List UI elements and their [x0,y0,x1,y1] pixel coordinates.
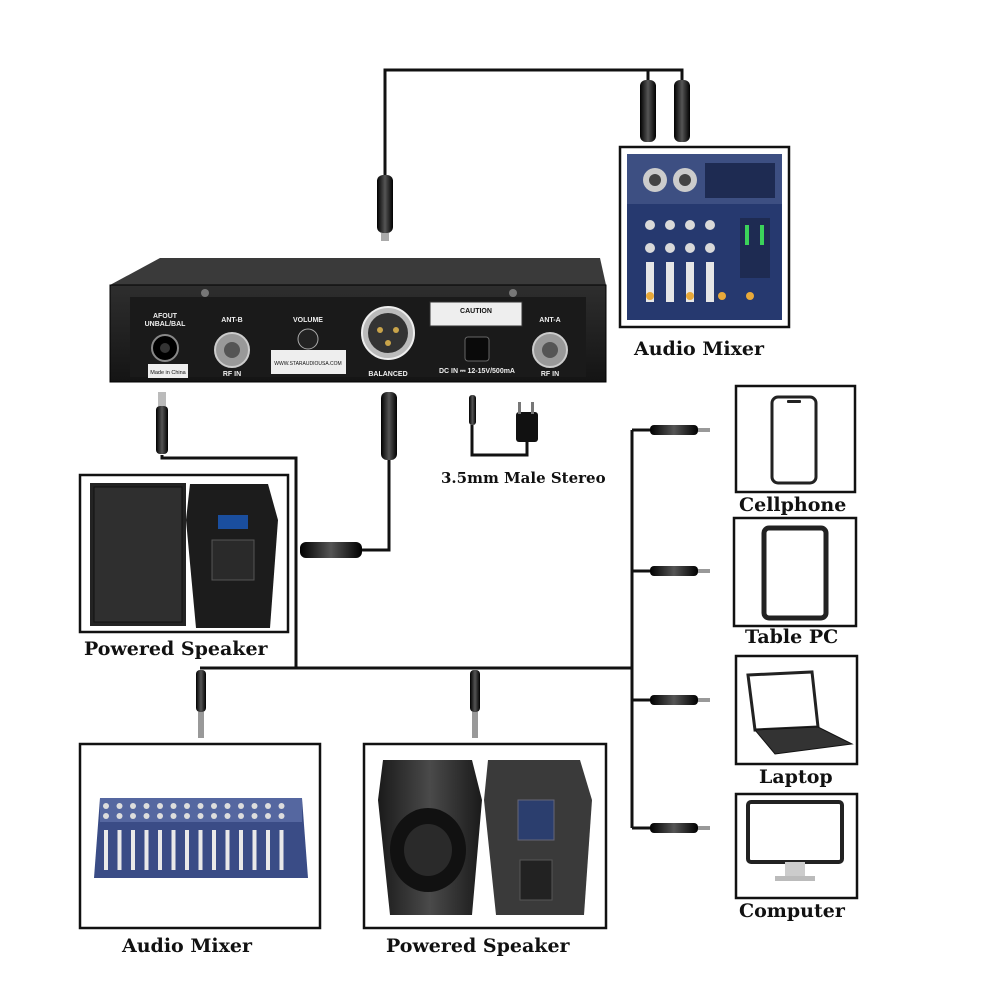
cellphone-device [734,384,857,494]
powered-speaker-bottom-label: Powered Speaker [386,935,570,957]
audio-mixer-top [618,145,791,329]
laptop-label: Laptop [759,766,833,788]
mixer-knob [116,803,123,809]
mixer-fader [131,830,135,870]
mixer-fader [266,830,270,870]
mini-plug-tablet [650,566,710,576]
mixer-knob [278,803,285,809]
mixer-knob [211,813,217,819]
wireless-receiver [109,258,607,383]
mixer-fader [144,830,149,870]
mixer-knob [157,803,163,809]
mixer-knob [238,803,244,809]
quarter-inch-plug-mixer [196,670,206,738]
xlr-cable-top [383,68,684,175]
mini-plug-cellphone [650,425,710,435]
afout-cable [160,455,298,668]
unbal-label: UNBAL/BAL [145,321,187,328]
mixer-knob [130,803,136,809]
balanced-cable [360,460,391,552]
mixer-knob [157,813,163,819]
mixer-knob [170,803,177,809]
mixer-knob [238,813,244,819]
cellphone-label: Cellphone [739,494,847,516]
mixer-knob [278,813,285,819]
mixer-knob [143,813,150,819]
audio-mixer-bottom-label: Audio Mixer [122,935,253,957]
dc-in-label: DC IN ⎓ 12-15V/500mA [439,368,515,375]
made-in-label: Made in China [150,370,186,376]
computer-label: Computer [739,900,845,922]
mixer-fader [117,830,122,870]
cellphone-icon [770,395,818,485]
mixer-knob [170,813,177,819]
monitor-icon [746,800,844,881]
mixer-knob [251,803,258,809]
power-adapter [516,402,538,442]
afout-label: AFOUT [153,313,178,320]
stereo-cable-label: 3.5mm Male Stereo [441,469,606,487]
mixer-knob [116,813,123,819]
ant-a-label: ANT-A [539,317,560,324]
quarter-inch-plug-speaker [470,670,480,738]
rf-in-a-label: RF IN [541,371,559,378]
mixer-knob [197,803,204,809]
mixer-fader [158,830,162,870]
mixer-fader [212,830,216,870]
caution-label: CAUTION [460,308,492,315]
mixer-fader [225,830,230,870]
audio-mixer-top-label: Audio Mixer [634,338,765,360]
tablet-icon [761,525,829,621]
xlr-plug-speaker [300,542,362,558]
mini-plug-laptop [650,695,710,705]
ant-b-label: ANT-B [221,317,242,324]
mixer-knob [184,813,190,819]
mixer-fader [104,830,108,870]
powered-speaker-left [78,473,290,634]
cables [160,68,684,830]
xlr-plug-top [377,175,393,241]
power-cable [470,425,529,457]
mixer-knob [184,803,190,809]
powered-speaker-bottom [362,742,608,930]
xlr-plug-balanced [381,392,397,460]
mixer-knob [224,813,231,819]
volume-knob [297,328,319,350]
tablet-label: Table PC [745,626,839,648]
mixer-fader [252,830,257,870]
volume-label: VOLUME [293,317,323,324]
mixer-knob [211,803,217,809]
tablet-device [732,516,858,628]
dc-plug [469,395,476,425]
mixer-knob [265,803,271,809]
dc-in-jack [464,336,490,362]
laptop-icon [746,670,854,755]
computer-device [734,792,859,900]
mixer-fader [171,830,176,870]
mixer-fader [185,830,189,870]
quarter-inch-plug-afout [156,392,168,454]
mini-plug-computer [650,823,710,833]
mixer-fader [239,830,243,870]
mixer-knob [224,803,231,809]
laptop-device [734,654,859,766]
mixer-knob [143,803,150,809]
mixer-knob [130,813,136,819]
rf-in-b-label: RF IN [223,371,241,378]
mixer-knob [197,813,204,819]
powered-speaker-left-label: Powered Speaker [84,638,268,660]
mixer-fader [279,830,284,870]
mixer-fader [198,830,203,870]
balanced-label: BALANCED [368,371,407,378]
mixer-knob [251,813,258,819]
audio-mixer-bottom [78,742,322,930]
mixer-knob [103,803,109,809]
mixer-knob [103,813,109,819]
xlr-plugs-mixer [640,80,690,142]
mixer-knob [265,813,271,819]
website-label: WWW.STARAUDIOUSA.COM [274,361,341,367]
